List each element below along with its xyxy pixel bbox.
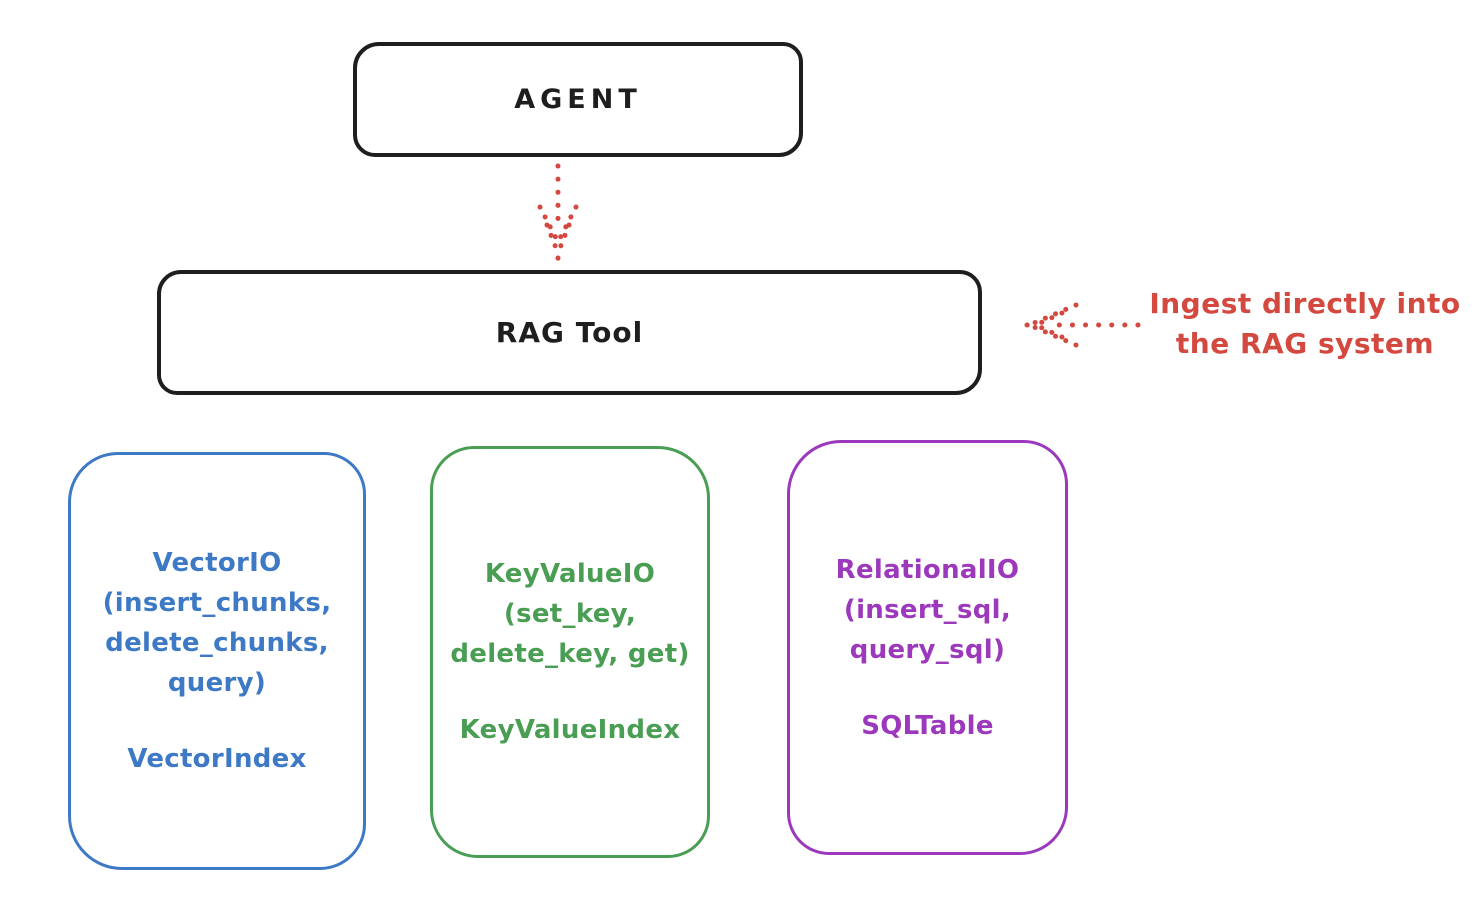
rag-tool-label: RAG Tool [495, 316, 644, 349]
keyvalue-index-label: KeyValueIndex [459, 715, 681, 745]
relational-io-label: RelationalIO (insert_sql, query_sql) [835, 554, 1020, 665]
keyvalue-io-box: KeyValueIO (set_key, delete_key, get) Ke… [430, 446, 710, 858]
keyvalue-io-label: KeyValueIO (set_key, delete_key, get) [450, 559, 690, 669]
annotation-ingest: Ingest directly into the RAG system [1140, 284, 1470, 364]
rag-tool-box: RAG Tool [157, 270, 982, 395]
vector-io-label: VectorIO (insert_chunks, delete_chunks, … [102, 548, 332, 698]
arrow-annotation-to-rag-icon [1024, 302, 1141, 348]
agent-box: AGENT [353, 42, 803, 157]
annotation-line-1: Ingest directly into [1149, 287, 1461, 320]
relational-io-box: RelationalIO (insert_sql, query_sql) SQL… [787, 440, 1068, 855]
relational-sqltable-label: SQLTable [861, 710, 994, 741]
arrow-agent-to-rag-icon [537, 163, 579, 261]
vector-io-box: VectorIO (insert_chunks, delete_chunks, … [68, 452, 366, 870]
vector-index-label: VectorIndex [127, 744, 307, 774]
agent-label: AGENT [514, 84, 642, 115]
annotation-line-2: the RAG system [1175, 327, 1435, 360]
